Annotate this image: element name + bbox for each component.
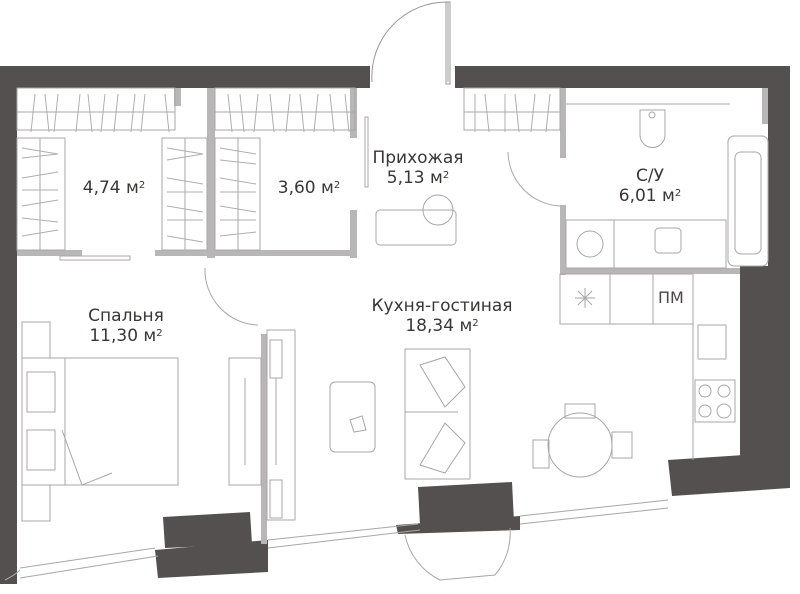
area-unit: м <box>459 316 473 336</box>
room-name: Прихожая <box>372 148 464 168</box>
room-label-bathroom: С/У 6,01 м2 <box>619 166 681 206</box>
kitchen-sink-icon <box>697 324 727 360</box>
area-unit: м <box>143 326 157 346</box>
area-unit-exp: 2 <box>138 180 146 191</box>
room-name: Спальня <box>88 306 164 326</box>
bed-icon <box>21 357 179 486</box>
room-label-wardrobe-1: 4,74 м2 <box>83 178 145 198</box>
area-unit: м <box>430 168 443 188</box>
sofa-icon <box>404 348 471 480</box>
area-unit: м <box>662 186 675 206</box>
area-value: 11,30 <box>89 326 139 346</box>
tv-stand-icon <box>228 357 262 486</box>
area-unit-exp: 2 <box>472 318 479 329</box>
bedroom-door-icon <box>204 267 259 326</box>
room-label-wardrobe-2: 3,60 м2 <box>278 178 340 198</box>
room-label-kitchen-living: Кухня-гостиная 18,34 м2 <box>371 296 512 336</box>
exterior-walls <box>0 66 790 584</box>
area-unit-exp: 2 <box>442 170 450 181</box>
area-unit-exp: 2 <box>333 180 341 191</box>
room-name: Кухня-гостиная <box>371 296 513 316</box>
window-icon <box>19 499 669 579</box>
area-value: 18,34 <box>405 316 455 336</box>
area-value: 5,13 <box>386 168 425 188</box>
entry-door-icon <box>371 1 449 83</box>
area-unit-exp: 2 <box>674 188 682 199</box>
fridge-icon <box>575 288 595 308</box>
area-value: 6,01 <box>618 186 657 206</box>
dishwasher-label: ПМ <box>658 288 684 307</box>
stove-icon <box>694 379 736 423</box>
bathroom-door-icon <box>507 151 561 207</box>
washing-machine-icon <box>576 230 604 258</box>
room-label-bedroom: Спальня 11,30 м2 <box>88 306 164 346</box>
area-unit: м <box>126 178 139 198</box>
area-value: 3,60 <box>277 178 316 198</box>
room-label-hallway: Прихожая 5,13 м2 <box>372 148 463 188</box>
armchair-icon <box>419 356 466 408</box>
area-unit: м <box>321 178 334 198</box>
area-unit-exp: 2 <box>156 328 163 339</box>
area-value: 4,74 <box>82 178 121 198</box>
wardrobe-icon <box>30 93 551 133</box>
sink-icon <box>654 227 682 254</box>
bathtub-icon <box>727 135 769 267</box>
room-name: С/У <box>636 166 664 186</box>
toilet-icon <box>639 109 666 148</box>
dining-table-icon <box>547 412 613 478</box>
